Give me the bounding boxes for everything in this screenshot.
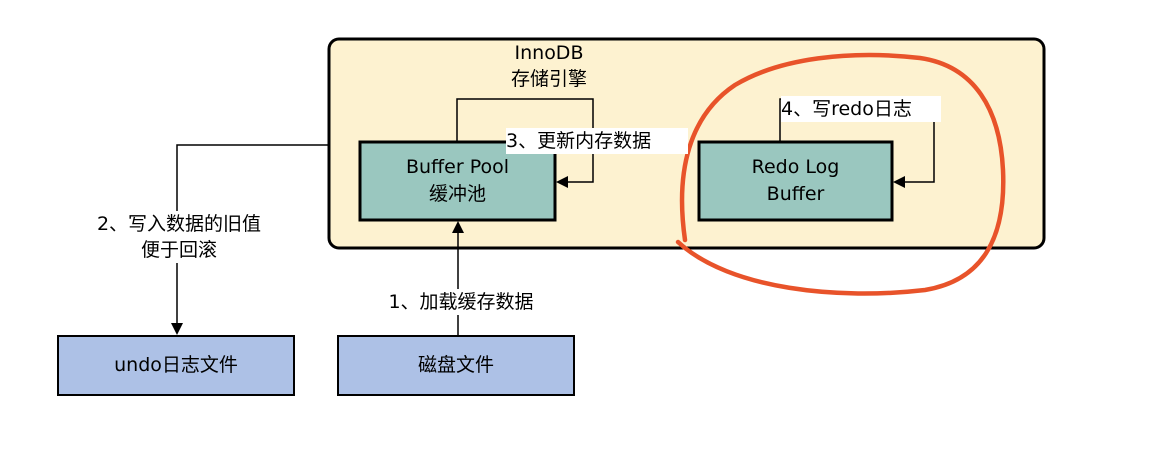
redo-highlight-circle bbox=[675, 52, 1006, 296]
disk-file-text: 磁盘文件 bbox=[417, 354, 494, 376]
step3-label: 3、更新内存数据 bbox=[506, 128, 688, 154]
engine-title-line1: InnoDB bbox=[514, 42, 584, 64]
redo-log-buffer-line2: Buffer bbox=[766, 183, 825, 205]
step2-line1: 2、写入数据的旧值 bbox=[96, 213, 262, 235]
undo-file-box bbox=[57, 335, 295, 396]
disk-file-box bbox=[337, 335, 575, 396]
disk-file-label: 磁盘文件 bbox=[338, 336, 574, 395]
redo-log-buffer-label: Redo Log Buffer bbox=[699, 142, 892, 220]
arrow-write-undo bbox=[171, 144, 329, 335]
buffer-pool-label: Buffer Pool 缓冲池 bbox=[360, 142, 555, 220]
engine-title-line2: 存储引擎 bbox=[510, 68, 587, 90]
step2-label: 2、写入数据的旧值 便于回滚 bbox=[74, 211, 284, 263]
buffer-pool-box bbox=[358, 140, 557, 222]
step4-label: 4、写redo日志 bbox=[781, 96, 941, 122]
engine-title: InnoDB 存储引擎 bbox=[489, 40, 609, 92]
step2-line2: 便于回滚 bbox=[140, 239, 217, 261]
undo-file-text: undo日志文件 bbox=[114, 354, 238, 376]
buffer-pool-line2: 缓冲池 bbox=[428, 183, 486, 205]
redo-log-buffer-line1: Redo Log bbox=[751, 156, 840, 178]
arrow-update-memory bbox=[456, 98, 594, 188]
redo-log-buffer-box bbox=[697, 140, 894, 222]
buffer-pool-line1: Buffer Pool bbox=[405, 156, 509, 178]
undo-file-label: undo日志文件 bbox=[58, 336, 294, 395]
step1-label: 1、加载缓存数据 bbox=[370, 289, 552, 315]
